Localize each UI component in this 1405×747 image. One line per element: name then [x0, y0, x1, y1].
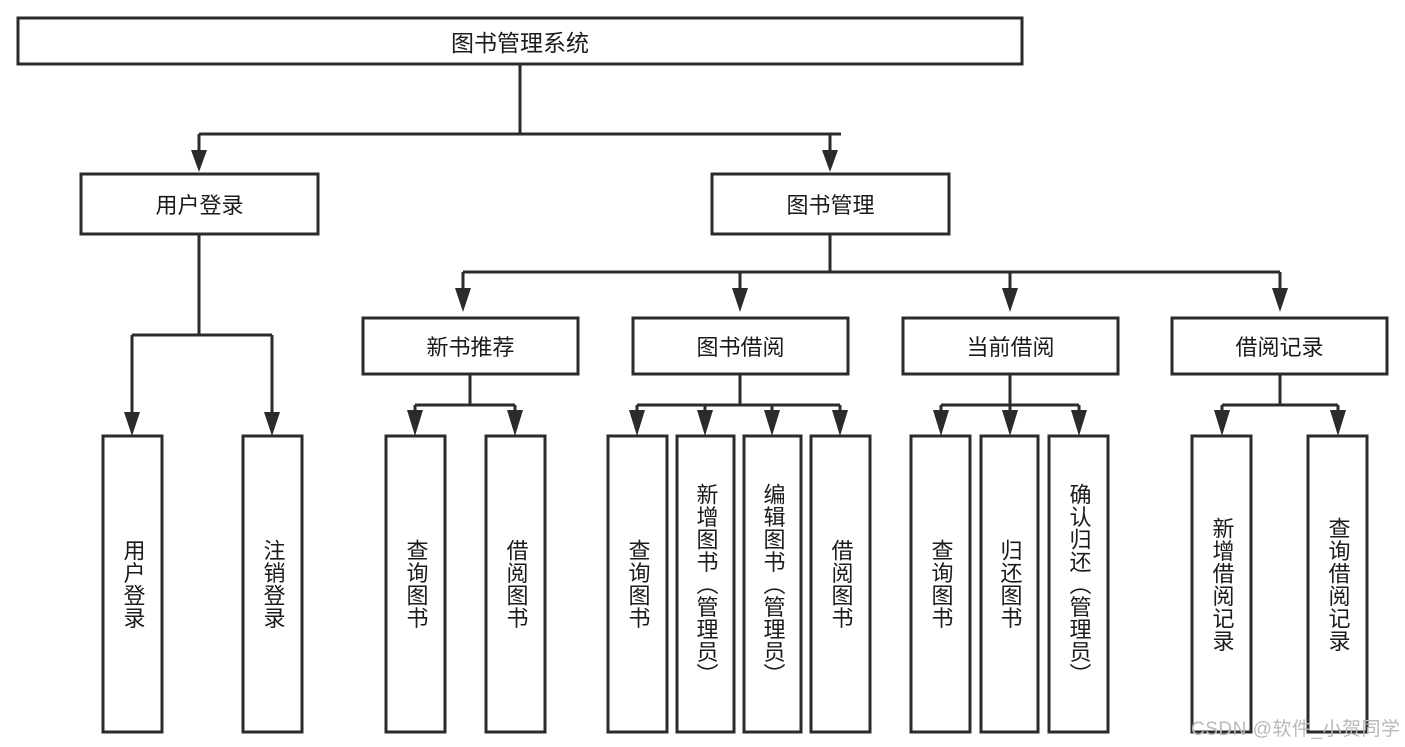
arrow-icon — [124, 412, 140, 436]
node-box-leaf[interactable] — [101, 434, 164, 734]
arrow-icon — [732, 288, 748, 312]
node-box-leaf[interactable] — [979, 434, 1040, 734]
arrow-icon — [832, 410, 848, 436]
node-box-root[interactable] — [16, 16, 1024, 66]
arrow-icon — [264, 412, 280, 436]
arrow-icon — [697, 410, 713, 436]
arrow-icon — [455, 288, 471, 312]
node-box-leaf[interactable] — [809, 434, 872, 734]
node-box-leaf[interactable] — [606, 434, 669, 734]
node-box-leaf[interactable] — [909, 434, 972, 734]
arrow-icon — [507, 410, 523, 436]
node-box-leaf[interactable] — [675, 434, 736, 734]
node-box-leaf[interactable] — [1306, 434, 1369, 734]
node-box-leaf[interactable] — [1190, 434, 1253, 734]
csdn-watermark: CSDN @软件_小贺同学 — [1191, 719, 1401, 740]
arrow-icon — [191, 150, 207, 172]
connector-userlogin-to-leaves — [124, 234, 280, 436]
arrow-icon — [1272, 288, 1288, 312]
arrow-icon — [822, 150, 838, 172]
arrow-icon — [629, 410, 645, 436]
connector-newbook-to-leaves — [407, 374, 523, 436]
arrow-icon — [407, 410, 423, 436]
node-box-user-login[interactable] — [79, 172, 320, 236]
arrow-icon — [933, 410, 949, 436]
node-box-leaf[interactable] — [742, 434, 803, 734]
arrow-icon — [1002, 288, 1018, 312]
node-box-leaf[interactable] — [1047, 434, 1110, 734]
connector-root-to-level2 — [191, 64, 841, 172]
node-box-leaf[interactable] — [241, 434, 304, 734]
node-box-new-book-recommend[interactable] — [361, 316, 580, 376]
connector-current-to-leaves — [933, 374, 1087, 436]
arrow-icon — [1002, 410, 1018, 436]
arrow-icon — [1214, 410, 1230, 436]
node-box-book-borrow[interactable] — [631, 316, 850, 376]
arrow-icon — [764, 410, 780, 436]
arrow-icon — [1071, 410, 1087, 436]
connector-borrow-to-leaves — [629, 374, 848, 436]
node-box-leaf[interactable] — [384, 434, 447, 734]
connector-records-to-leaves — [1214, 374, 1346, 436]
arrow-icon — [1330, 410, 1346, 436]
node-box-book-management[interactable] — [710, 172, 951, 236]
node-box-leaf[interactable] — [484, 434, 547, 734]
node-box-current-borrow[interactable] — [901, 316, 1120, 376]
connector-bookmgmt-to-level3 — [455, 234, 1288, 312]
node-box-borrow-records[interactable] — [1170, 316, 1389, 376]
